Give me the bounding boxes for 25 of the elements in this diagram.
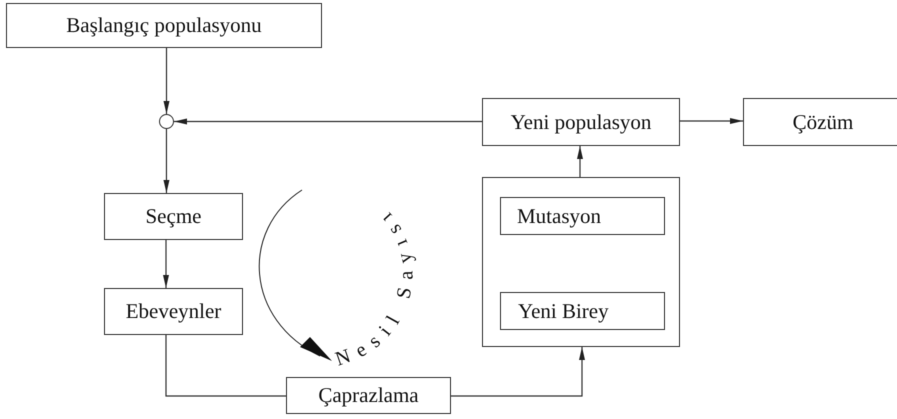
box-label: Ebeveynler [126, 301, 222, 322]
process-box [482, 98, 680, 146]
arrow [577, 146, 583, 177]
arrow [163, 240, 169, 288]
process-box [104, 193, 243, 240]
box-label: Başlangıç populasyonu [66, 15, 262, 36]
arrow [163, 129, 170, 193]
process-box [286, 377, 451, 414]
arrow [680, 118, 743, 124]
group-box [482, 177, 680, 347]
box-label: Mutasyon [517, 206, 601, 226]
process-box [6, 3, 322, 48]
arrow [174, 118, 482, 124]
process-box [500, 197, 665, 235]
process-box [104, 288, 243, 335]
arrow [164, 48, 170, 114]
junction-circle [159, 114, 174, 129]
arrow [451, 347, 585, 397]
process-box [743, 98, 897, 146]
box-label: Yeni populasyon [510, 112, 652, 132]
process-box [500, 292, 665, 330]
box-label: Yeni Birey [518, 300, 609, 322]
box-label: Seçme [146, 206, 202, 227]
box-label: Çözüm [792, 112, 854, 132]
box-label: Çaprazlama [318, 385, 419, 406]
